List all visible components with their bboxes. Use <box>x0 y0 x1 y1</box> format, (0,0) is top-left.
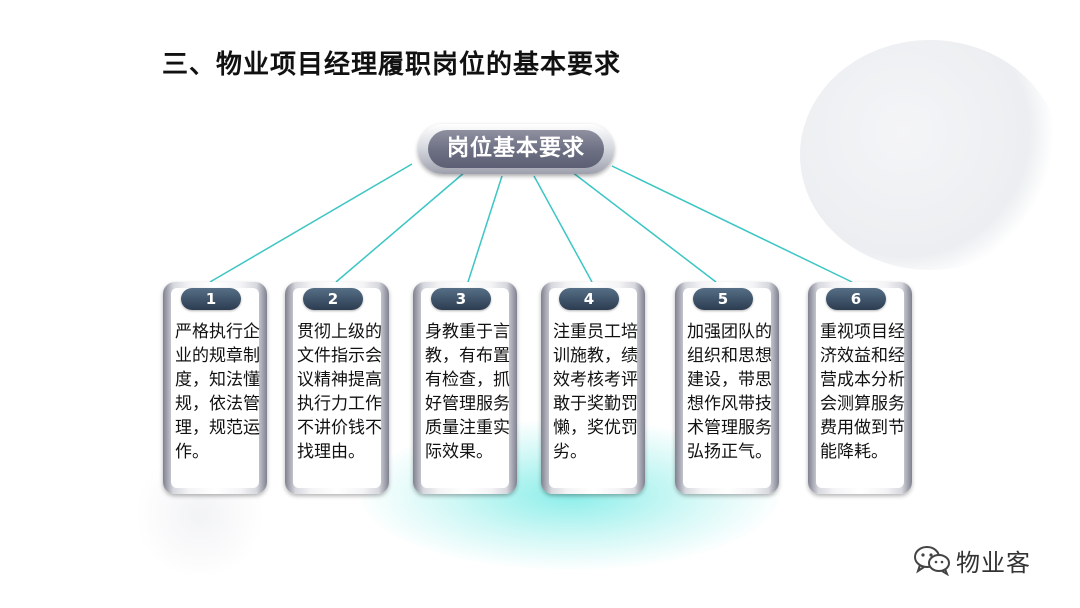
card-text: 加强团队的组织和思想建设，带思想作风带技术管理服务弘扬正气。 <box>687 322 772 462</box>
watermark: 物业客 <box>912 542 1031 578</box>
requirement-card-5: 5 加强团队的组织和思想建设，带思想作风带技术管理服务弘扬正气。 <box>675 282 779 494</box>
requirement-card-1: 1 严格执行企业的规章制度，知法懂规，依法管理，规范运作。 <box>163 282 267 494</box>
card-inner <box>683 288 771 488</box>
decorative-circle-top-right <box>800 40 1060 270</box>
requirement-card-6: 6 重视项目经济效益和经营成本分析会测算服务费用做到节能降耗。 <box>808 282 912 494</box>
card-inner <box>293 288 381 488</box>
number-badge: 5 <box>693 288 753 310</box>
wechat-icon <box>914 546 950 576</box>
connector-line-3 <box>467 175 503 283</box>
center-pill: 岗位基本要求 <box>418 124 614 174</box>
card-text: 严格执行企业的规章制度，知法懂规，依法管理，规范运作。 <box>175 322 260 462</box>
card-text: 重视项目经济效益和经营成本分析会测算服务费用做到节能降耗。 <box>820 322 905 462</box>
card-inner <box>171 288 259 488</box>
watermark-text: 物业客 <box>956 548 1031 577</box>
card-inner <box>816 288 904 488</box>
card-inner <box>421 288 509 488</box>
number-badge: 2 <box>303 288 363 310</box>
card-text: 注重员工培训施教，绩效考核考评敢于奖勤罚懒，奖优罚劣。 <box>553 322 638 462</box>
requirement-card-3: 3 身教重于言教，有布置有检查，抓好管理服务质量注重实际效果。 <box>413 282 517 494</box>
card-text: 贯彻上级的文件指示会议精神提高执行力工作不讲价钱不找理由。 <box>297 322 382 462</box>
connector-line-1 <box>209 163 413 283</box>
requirement-card-4: 4 注重员工培训施教，绩效考核考评敢于奖勤罚懒，奖优罚劣。 <box>541 282 645 494</box>
requirement-card-2: 2 贯彻上级的文件指示会议精神提高执行力工作不讲价钱不找理由。 <box>285 282 389 494</box>
connector-line-6 <box>611 165 853 283</box>
connector-line-5 <box>571 171 717 283</box>
page-title: 三、物业项目经理履职岗位的基本要求 <box>162 50 622 80</box>
number-badge: 6 <box>826 288 886 310</box>
card-text: 身教重于言教，有布置有检查，抓好管理服务质量注重实际效果。 <box>425 322 510 462</box>
card-inner <box>549 288 637 488</box>
number-badge: 4 <box>559 288 619 310</box>
center-label: 岗位基本要求 <box>428 130 604 168</box>
connector-line-2 <box>335 171 466 283</box>
number-badge: 3 <box>431 288 491 310</box>
number-badge: 1 <box>181 288 241 310</box>
connector-line-4 <box>533 175 593 283</box>
